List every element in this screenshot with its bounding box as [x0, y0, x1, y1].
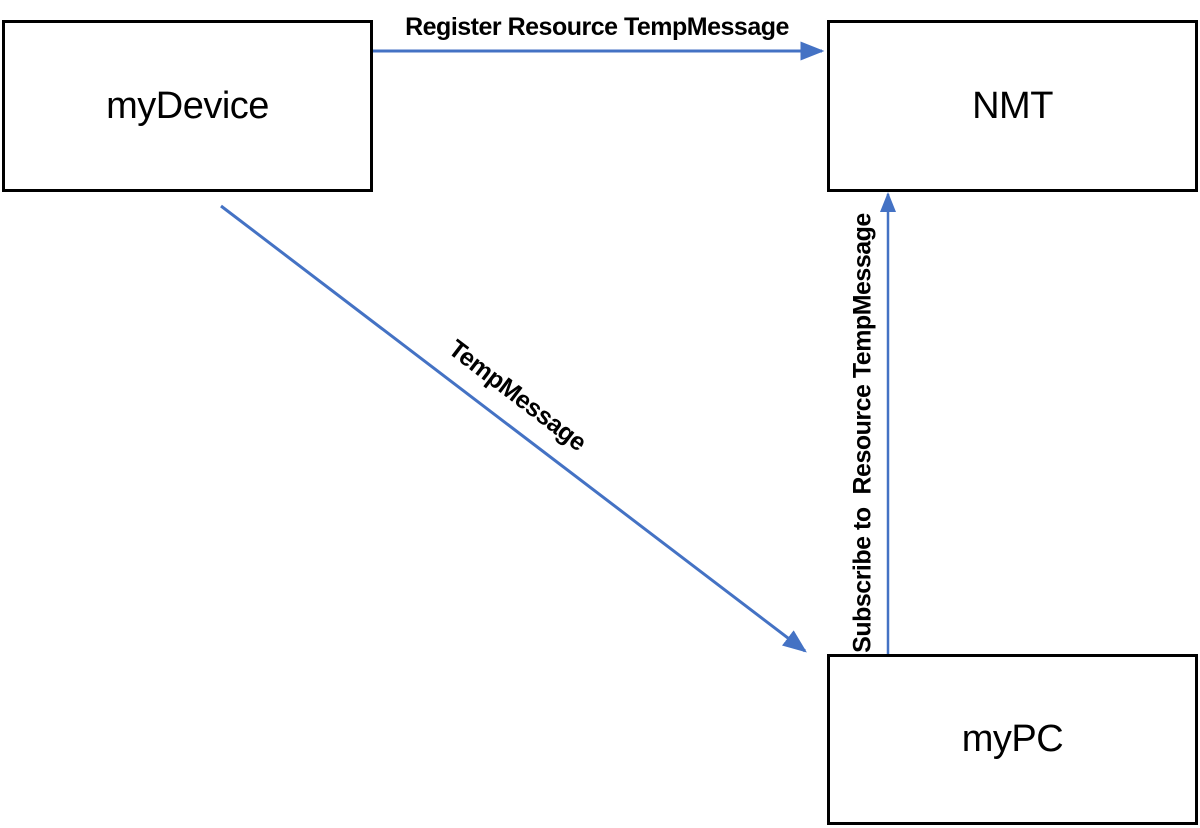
node-mydevice-label: myDevice — [106, 84, 269, 127]
node-mypc-label: myPC — [961, 718, 1064, 760]
node-nmt: NMT — [827, 20, 1198, 192]
node-mypc: myPC — [827, 654, 1198, 825]
arrow-tempmessage — [220, 204, 807, 653]
edge-label-subscribe: Subscribe to Resource TempMessage — [848, 213, 877, 653]
node-nmt-label: NMT — [972, 84, 1053, 127]
edge-label-register-resource: Register Resource TempMessage — [405, 13, 789, 41]
node-mydevice: myDevice — [2, 20, 373, 192]
